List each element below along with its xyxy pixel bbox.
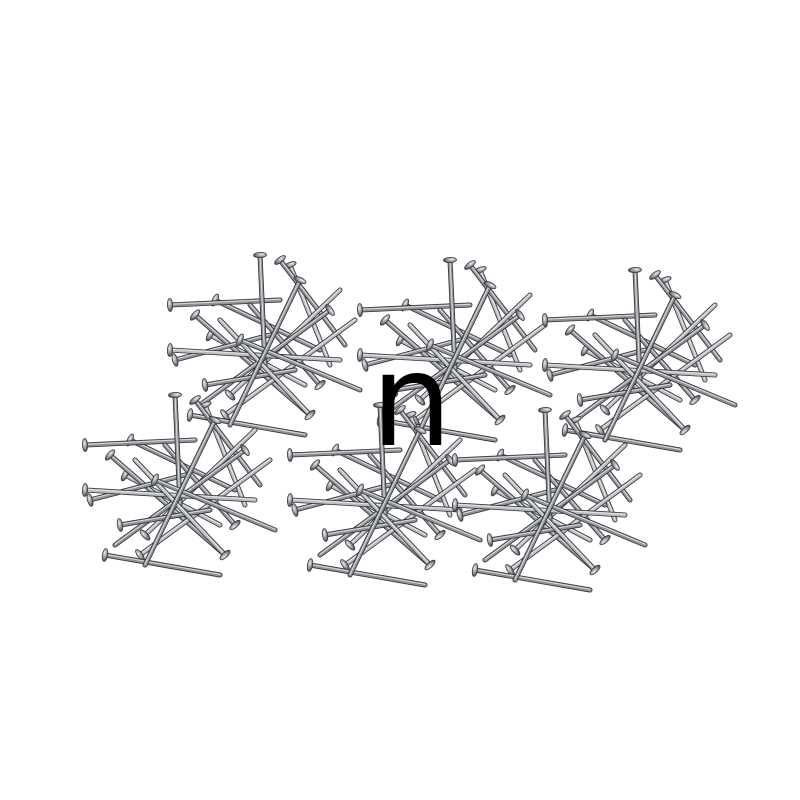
nail [410,322,548,426]
nail [592,332,691,436]
nail [168,391,183,508]
nail [321,517,418,542]
nail [512,430,592,583]
nail [340,467,478,571]
nail [391,372,488,397]
nail [306,558,428,588]
nail [576,382,673,407]
nail-cluster [541,266,738,453]
nail [456,487,558,522]
nail [502,472,601,576]
nail [486,522,583,547]
overlay-letter: n [371,327,453,476]
nail-cluster [286,401,483,588]
nail [361,337,463,372]
nail-cluster [81,391,278,578]
nail [595,332,733,436]
nail [217,317,316,421]
nail [464,260,538,353]
nail [407,322,506,426]
nail [220,317,358,421]
nail [201,367,298,392]
nail [132,457,231,561]
nail [538,406,553,523]
nail [611,348,738,408]
nail [546,347,648,382]
nail [356,483,483,543]
nail [505,472,643,576]
nail [394,405,468,498]
nail [373,401,388,518]
nail [602,290,682,443]
nail [471,563,593,593]
nail [649,270,723,363]
nail [171,332,273,367]
nail [274,255,348,348]
nail [443,256,458,373]
nail [116,507,213,532]
nail [291,482,393,517]
nail [347,425,427,578]
nail-cluster [166,251,363,438]
nail [101,548,223,578]
nail [189,395,263,488]
nail [135,457,273,561]
nail-clusters [81,251,738,593]
nail-cluster [451,406,648,593]
nail [236,333,363,393]
nail [521,488,648,548]
nail [628,266,643,383]
nail [227,275,307,428]
nail [559,410,633,503]
nail [86,472,188,507]
nail [417,280,497,433]
nail [426,338,553,398]
nail [151,473,278,533]
nail [142,415,222,568]
nail [337,467,436,571]
nail [253,251,268,368]
